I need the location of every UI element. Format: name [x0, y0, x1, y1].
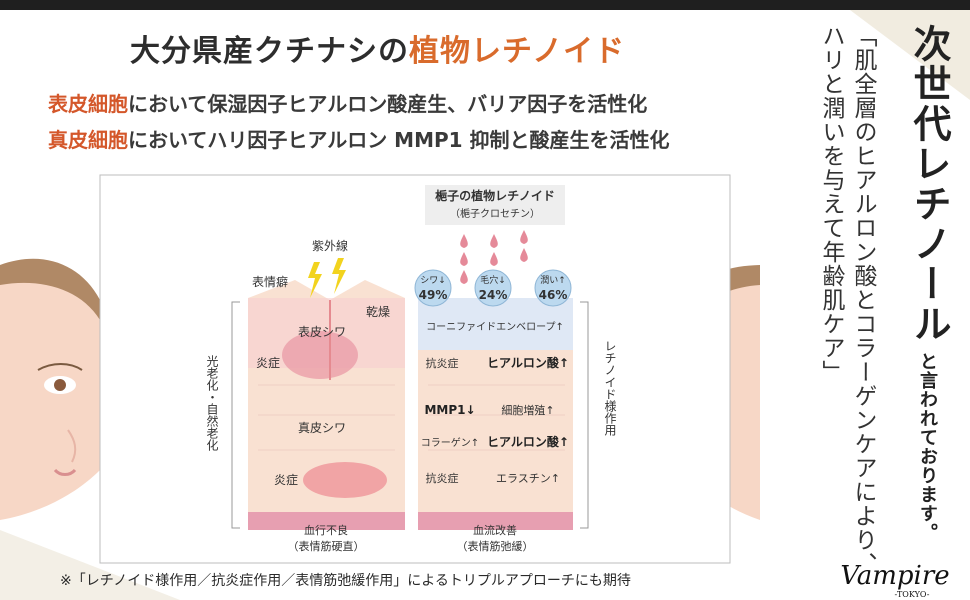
uv-bolt-icon	[308, 262, 322, 298]
badge-wrinkle: シワ↓ 49%	[414, 269, 452, 307]
benefit-line-2-highlight: 真皮細胞	[48, 128, 128, 152]
title-highlight: 植物レチノイド	[409, 34, 626, 69]
vertical-headline-suffix: と言われております。	[917, 352, 938, 542]
brand-logo-sub: -TOKYO-	[895, 590, 930, 599]
vertical-headline: 次世代レチノール	[907, 24, 951, 344]
left-bottom-sub: （表情筋硬直）	[288, 539, 365, 553]
dryness-label: 乾燥	[366, 305, 390, 319]
badge-pores-label: 毛穴↓	[480, 274, 506, 286]
elastin-label: エラスチン↑	[496, 472, 560, 485]
right-bottom-sub: （表情筋弛緩）	[457, 539, 534, 553]
title-prefix: 大分県産クチナシの	[130, 34, 409, 69]
hyaluronic-label-2: ヒアルロン酸↑	[487, 434, 569, 449]
badge-moisture-value: 46%	[539, 288, 568, 302]
badge-moisture-label: 潤い↑	[540, 275, 566, 286]
collagen-label: コラーゲン↑	[421, 437, 479, 449]
inflammation-label: 炎症	[256, 355, 280, 370]
benefit-line-2: 真皮細胞においてハリ因子ヒアルロン MMP1 抑制と酸産生を活性化	[48, 124, 670, 153]
face-left-illustration	[0, 258, 100, 520]
left-bracket	[231, 301, 240, 529]
retinoid-skin-block	[418, 298, 573, 530]
dermis-wrinkle-label: 真皮シワ	[298, 421, 346, 435]
left-side-label: 光老化・自然老化	[205, 355, 219, 452]
badge-moisture: 潤い↑ 46%	[534, 269, 572, 307]
diagram-frame	[99, 174, 731, 564]
badge-wrinkle-value: 49%	[419, 288, 448, 302]
vertical-quote-line-2: ハリと潤いを与えて年齢肌ケア」	[818, 24, 844, 384]
page-title: 大分県産クチナシの植物レチノイド	[130, 26, 625, 70]
vertical-quote-line-1: 「肌全層のヒアルロン酸とコラーゲンケアにより、	[850, 24, 876, 576]
footnote: ※「レチノイド様作用／抗炎症作用／表情筋弛緩作用」によるトリプルアプローチにも期…	[60, 573, 631, 589]
inflammation-label-2: 炎症	[274, 472, 298, 487]
benefit-line-1-text: において保湿因子ヒアルロン酸産生、バリア因子を活性化	[128, 92, 648, 116]
uv-label: 紫外線	[312, 238, 348, 253]
right-bracket	[580, 301, 589, 529]
badge-wrinkle-label: シワ↓	[420, 276, 446, 286]
expression-wrinkle-label: 表情癖	[252, 274, 288, 289]
badge-pores-value: 24%	[479, 288, 508, 302]
uv-bolt-icon	[332, 258, 346, 294]
benefit-line-2-text: においてハリ因子ヒアルロン MMP1 抑制と酸産生を活性化	[128, 128, 670, 152]
brand-logo: Vampire -TOKYO-	[840, 561, 949, 599]
mmp1-label: MMP1↓	[424, 403, 475, 417]
right-bottom-label: 血流改善	[473, 523, 517, 537]
brand-logo-name: Vampire	[840, 561, 949, 591]
skin-diagram: 梔子の植物レチノイド （梔子クロセチン） シワ↓ 49% 毛穴↓ 24% 潤い↑…	[0, 174, 760, 564]
source-label-box	[425, 185, 565, 225]
cornified-label: コーニファイドエンベロープ↑	[426, 321, 564, 333]
left-bottom-label: 血行不良	[304, 523, 348, 537]
benefit-line-1-highlight: 表皮細胞	[48, 92, 128, 116]
hyaluronic-label: ヒアルロン酸↑	[487, 355, 569, 370]
anti-inflammation-label-2: 抗炎症	[426, 471, 459, 485]
badge-pores: 毛穴↓ 24%	[474, 269, 512, 307]
epidermis-wrinkle-label: 表皮シワ	[298, 325, 346, 339]
aged-skin-block	[248, 280, 405, 530]
source-title: 梔子の植物レチノイド	[435, 188, 555, 203]
source-subtitle: （梔子クロセチン）	[450, 208, 540, 220]
right-side-label: レチノイド様作用	[603, 340, 617, 437]
retinoid-droplets-icon	[460, 230, 528, 284]
decor-corner-top-right	[850, 10, 970, 100]
proliferation-label: 細胞増殖↑	[501, 404, 554, 417]
anti-inflammation-label: 抗炎症	[426, 356, 459, 370]
top-bar	[0, 0, 970, 10]
benefit-line-1: 表皮細胞において保湿因子ヒアルロン酸産生、バリア因子を活性化	[48, 88, 647, 117]
